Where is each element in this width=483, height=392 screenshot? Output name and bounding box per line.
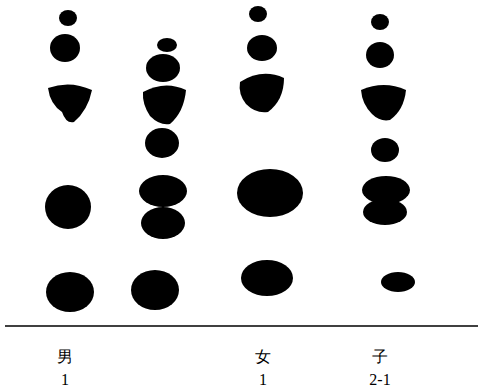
blob xyxy=(366,42,394,68)
figure-label: 男 xyxy=(57,349,73,365)
blob xyxy=(237,169,303,217)
blob xyxy=(46,272,94,312)
figure-label: 女 xyxy=(255,349,271,365)
blob-set xyxy=(45,6,415,312)
blob xyxy=(145,128,179,158)
blob xyxy=(240,74,284,113)
figure-number: 1 xyxy=(61,372,69,388)
figure-label: 子 xyxy=(372,349,388,365)
blob xyxy=(59,10,77,26)
blob xyxy=(143,85,186,124)
blob xyxy=(363,199,407,225)
blob xyxy=(241,260,293,296)
blob xyxy=(50,34,80,62)
blob xyxy=(249,6,267,22)
blob xyxy=(139,175,187,207)
blob xyxy=(371,14,389,30)
base-rule xyxy=(5,325,478,327)
figure-number: 1 xyxy=(259,372,267,388)
blob xyxy=(371,138,399,162)
blob xyxy=(157,38,177,52)
blob xyxy=(361,85,406,120)
blob xyxy=(146,54,180,82)
blob xyxy=(48,84,92,122)
blob xyxy=(141,207,185,239)
blob xyxy=(131,270,179,310)
blob xyxy=(381,272,415,292)
blob xyxy=(247,35,277,61)
blob xyxy=(45,185,91,229)
figure-number: 2-1 xyxy=(369,372,390,388)
